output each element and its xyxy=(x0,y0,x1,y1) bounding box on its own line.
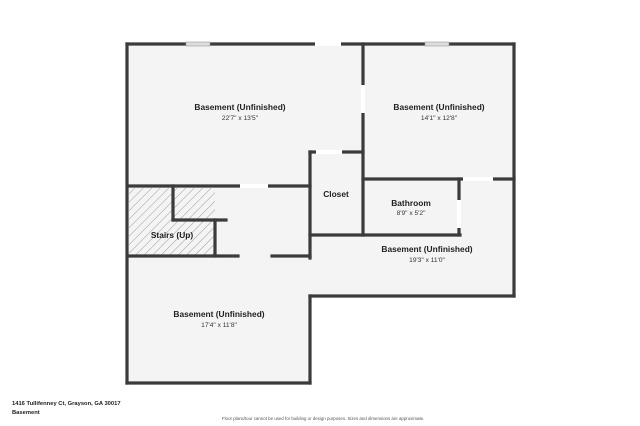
room-basement-bottom-left: Basement (Unfinished) 17'4" x 11'8" xyxy=(173,309,264,329)
window-top-right xyxy=(424,41,450,47)
floor-level-label: Basement xyxy=(12,410,40,416)
door-basement-right xyxy=(361,85,365,113)
door-top-passage xyxy=(315,42,341,46)
door-closet xyxy=(316,150,342,154)
room-dimensions: 8'9" x 5'2" xyxy=(397,210,426,217)
room-name: Basement (Unfinished) xyxy=(194,102,285,112)
room-name: Closet xyxy=(323,189,349,199)
room-dimensions: 19'3" x 11'0" xyxy=(409,257,445,264)
room-stairs: Stairs (Up) xyxy=(151,230,194,240)
disclaimer-text: Floor plans/tour cannot be used for buil… xyxy=(222,416,425,421)
room-closet: Closet xyxy=(323,189,349,199)
room-name: Bathroom xyxy=(391,198,431,208)
room-basement-top-right: Basement (Unfinished) 14'1" x 12'8" xyxy=(393,102,484,122)
room-name: Basement (Unfinished) xyxy=(393,102,484,112)
door-hall xyxy=(240,184,268,188)
window-top-left xyxy=(185,41,211,47)
door-bathroom-top xyxy=(463,177,493,181)
door-bathroom-side xyxy=(457,200,461,228)
room-name: Stairs (Up) xyxy=(151,230,194,240)
room-name: Basement (Unfinished) xyxy=(173,309,264,319)
openings xyxy=(185,41,493,228)
room-dimensions: 22'7" x 13'5" xyxy=(222,115,259,122)
room-basement-top-left: Basement (Unfinished) 22'7" x 13'5" xyxy=(194,102,285,122)
room-basement-middle-right: Basement (Unfinished) 19'3" x 11'0" xyxy=(381,244,472,264)
room-dimensions: 14'1" x 12'8" xyxy=(421,115,458,122)
room-bathroom: Bathroom 8'9" x 5'2" xyxy=(391,198,431,217)
property-address: 1416 Tullifenney Ct, Grayson, GA 30017 xyxy=(12,401,121,407)
room-name: Basement (Unfinished) xyxy=(381,244,472,254)
walls xyxy=(125,42,516,385)
room-dimensions: 17'4" x 11'8" xyxy=(201,322,237,329)
